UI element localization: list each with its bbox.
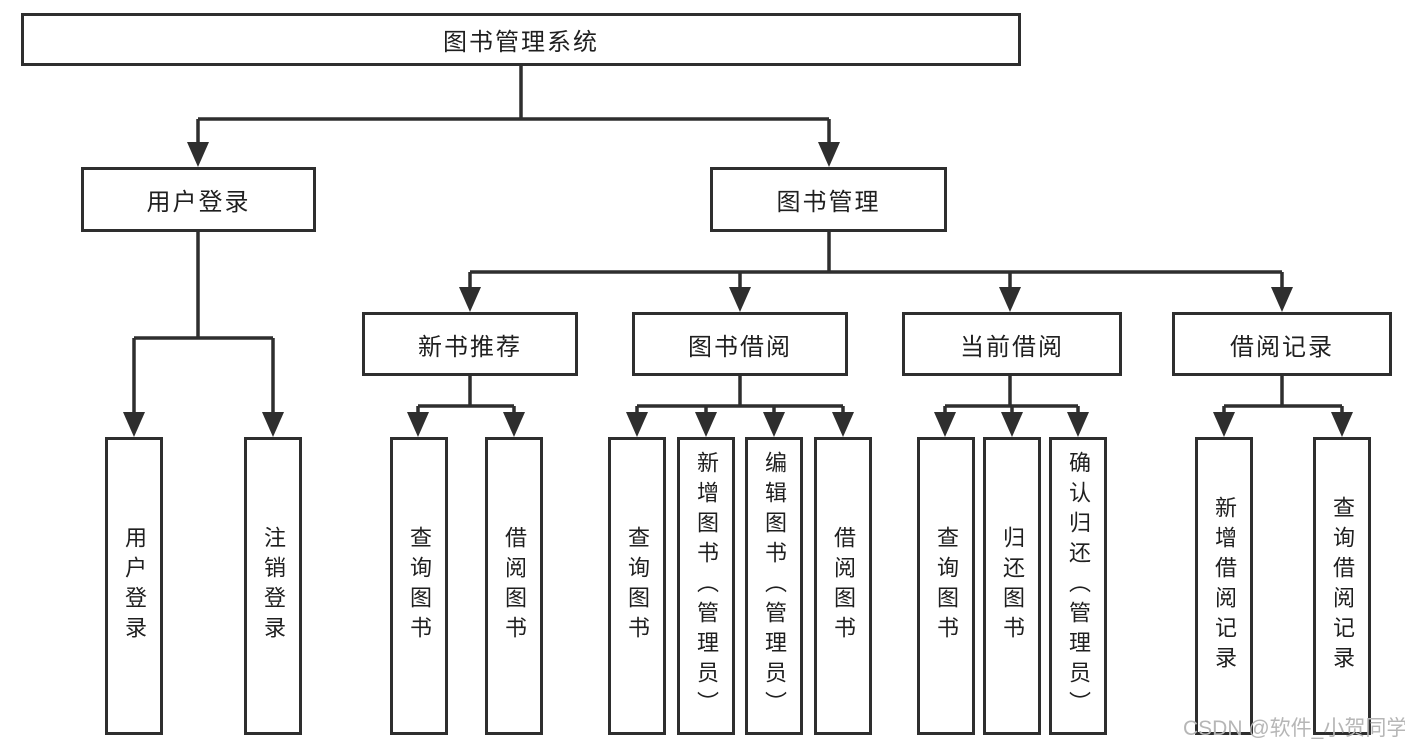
node-new-book-recommend: 新书推荐 [362,312,578,376]
arrow-down-icon [695,412,717,437]
node-book-management: 图书管理 [710,167,947,232]
node-leaf-query-borrow-record: 查询借阅记录 [1313,437,1371,735]
node-leaf-query-books-recommend: 查询图书 [390,437,448,735]
node-book-borrowing: 图书借阅 [632,312,848,376]
node-leaf-user-login: 用户登录 [105,437,163,735]
node-leaf-borrow-books: 借阅图书 [814,437,872,735]
arrow-down-icon [1213,412,1235,437]
arrow-down-icon [123,412,145,437]
arrow-down-icon [729,287,751,312]
arrow-down-icon [763,412,785,437]
arrow-down-icon [832,412,854,437]
arrow-down-icon [1067,412,1089,437]
arrow-down-icon [1001,412,1023,437]
node-leaf-query-books-borrow: 查询图书 [608,437,666,735]
node-leaf-add-books-admin: 新增图书（管理员） [677,437,735,735]
node-leaf-add-borrow-record: 新增借阅记录 [1195,437,1253,735]
arrow-down-icon [999,287,1021,312]
arrow-down-icon [1271,287,1293,312]
node-leaf-query-books-current: 查询图书 [917,437,975,735]
arrow-down-icon [187,142,209,167]
node-borrowing-records: 借阅记录 [1172,312,1392,376]
node-leaf-confirm-return-admin: 确认归还（管理员） [1049,437,1107,735]
node-leaf-borrow-books-recommend: 借阅图书 [485,437,543,735]
arrow-down-icon [262,412,284,437]
arrow-down-icon [503,412,525,437]
arrow-down-icon [1331,412,1353,437]
arrow-down-icon [626,412,648,437]
node-user-login: 用户登录 [81,167,316,232]
arrow-down-icon [818,142,840,167]
arrow-down-icon [934,412,956,437]
csdn-watermark: CSDN @软件_小贺同学 [1183,717,1405,740]
node-library-system: 图书管理系统 [21,13,1021,66]
node-leaf-return-books: 归还图书 [983,437,1041,735]
arrow-down-icon [459,287,481,312]
arrow-down-icon [407,412,429,437]
node-current-borrowing: 当前借阅 [902,312,1122,376]
node-leaf-logout: 注销登录 [244,437,302,735]
node-leaf-edit-books-admin: 编辑图书（管理员） [745,437,803,735]
